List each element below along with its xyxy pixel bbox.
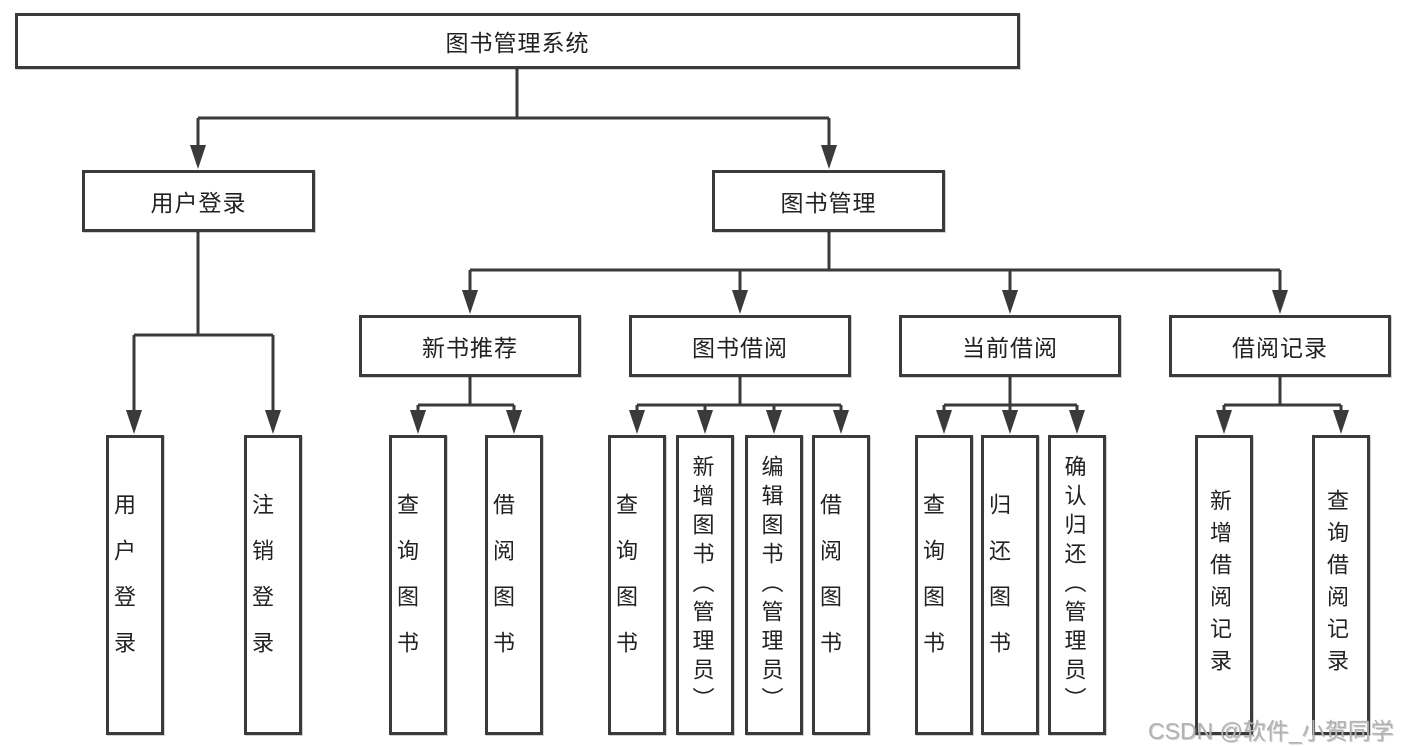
node-new-book-recommend-label: 新书推荐: [422, 335, 518, 361]
node-current-borrow: 当前借阅: [899, 315, 1121, 377]
leaf-borrow-books-label: 借阅图书: [817, 493, 842, 677]
node-user-login: 用户登录: [82, 170, 315, 232]
leaf-user-login: 用户登录: [106, 435, 164, 735]
node-root-system-label: 图书管理系统: [445, 30, 590, 56]
node-user-login-label: 用户登录: [150, 190, 247, 216]
node-book-borrow-label: 图书借阅: [692, 335, 788, 361]
leaf-edit-books-admin-label: 编辑图书（管理员）: [758, 454, 784, 716]
leaf-return-books-label: 归还图书: [986, 493, 1011, 677]
leaf-query-books-recommend-label: 查询图书: [394, 493, 419, 677]
node-borrow-records: 借阅记录: [1169, 315, 1391, 377]
leaf-query-borrow-record: 查询借阅记录: [1312, 435, 1370, 735]
leaf-confirm-return-admin-label: 确认归还（管理员）: [1061, 454, 1087, 716]
leaf-borrow-books-recommend-label: 借阅图书: [490, 493, 515, 677]
leaf-add-borrow-record: 新增借阅记录: [1195, 435, 1253, 735]
node-root-system: 图书管理系统: [15, 13, 1020, 69]
leaf-query-books-borrow-label: 查询图书: [613, 493, 638, 677]
leaf-add-books-admin: 新增图书（管理员）: [676, 435, 734, 735]
leaf-edit-books-admin: 编辑图书（管理员）: [745, 435, 803, 735]
node-borrow-records-label: 借阅记录: [1232, 335, 1328, 361]
leaf-logout: 注销登录: [244, 435, 302, 735]
leaf-add-books-admin-label: 新增图书（管理员）: [689, 454, 715, 716]
leaf-logout-label: 注销登录: [249, 493, 274, 677]
node-book-borrow: 图书借阅: [629, 315, 851, 377]
leaf-query-books-current: 查询图书: [915, 435, 973, 735]
node-book-management: 图书管理: [712, 170, 945, 232]
leaf-borrow-books: 借阅图书: [812, 435, 870, 735]
leaf-user-login-label: 用户登录: [111, 493, 136, 677]
leaf-borrow-books-recommend: 借阅图书: [485, 435, 543, 735]
leaf-return-books: 归还图书: [981, 435, 1039, 735]
leaf-confirm-return-admin: 确认归还（管理员）: [1048, 435, 1106, 735]
leaf-add-borrow-record-label: 新增借阅记录: [1207, 489, 1232, 681]
node-book-management-label: 图书管理: [780, 190, 877, 216]
leaf-query-books-recommend: 查询图书: [389, 435, 447, 735]
arrowheads: [126, 145, 1349, 434]
watermark: CSDN @软件_小贺同学: [1148, 718, 1394, 744]
leaf-query-books-current-label: 查询图书: [920, 493, 945, 677]
node-new-book-recommend: 新书推荐: [359, 315, 581, 377]
leaf-query-borrow-record-label: 查询借阅记录: [1324, 489, 1349, 681]
node-current-borrow-label: 当前借阅: [962, 335, 1058, 361]
leaf-query-books-borrow: 查询图书: [608, 435, 666, 735]
